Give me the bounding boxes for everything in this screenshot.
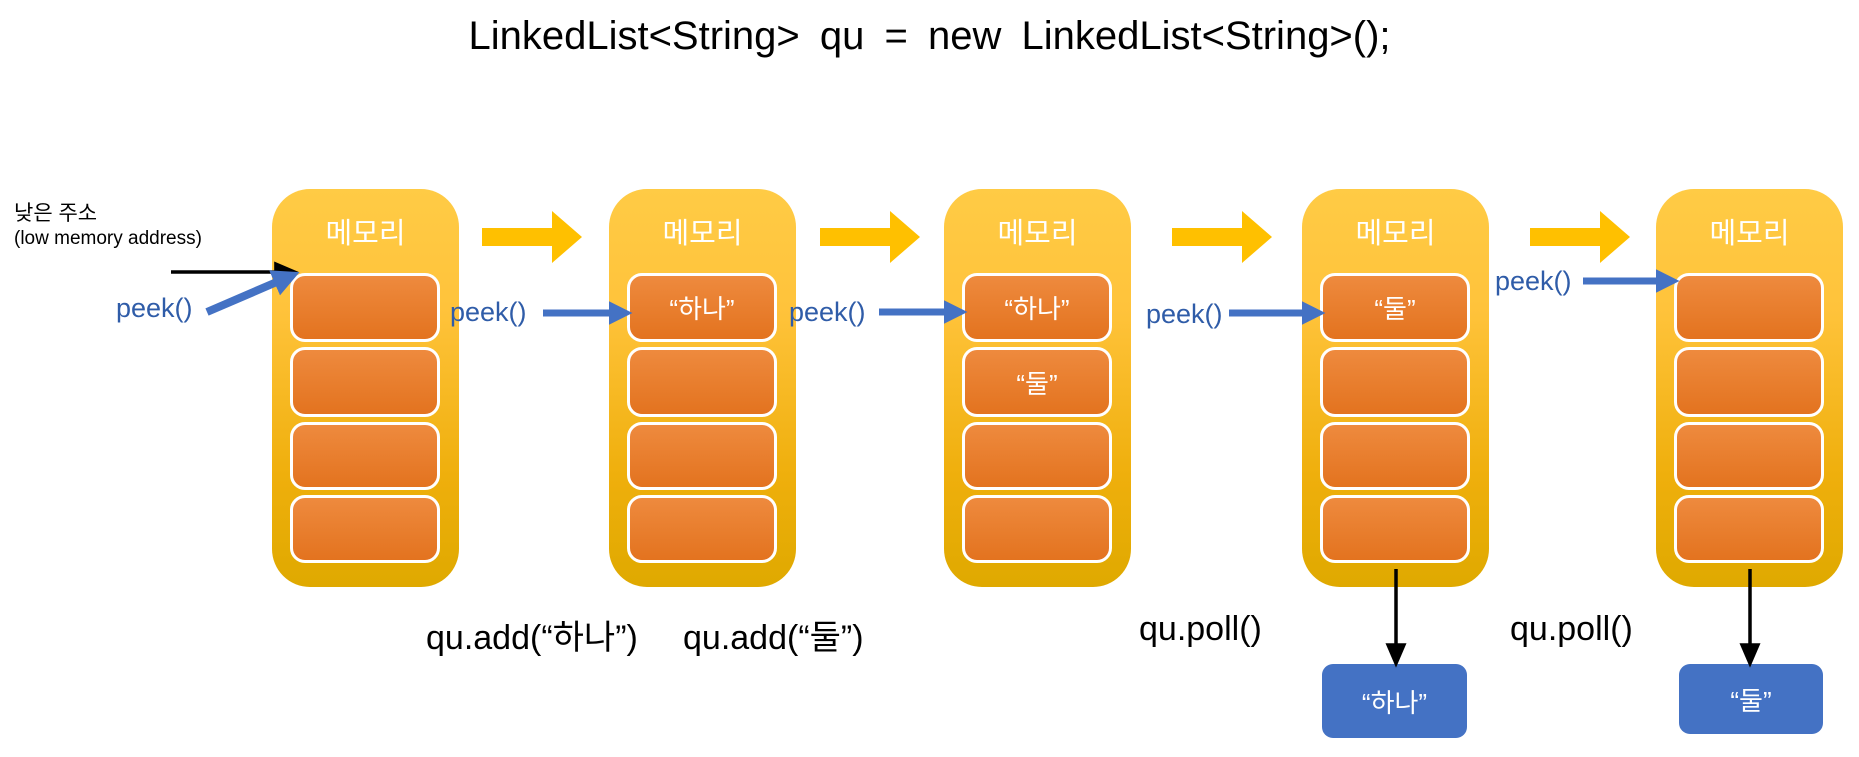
memory-cell xyxy=(1674,495,1824,563)
memory-block-title: 메모리 xyxy=(662,218,743,250)
memory-block-1: 메모리 xyxy=(272,189,459,587)
memory-cell xyxy=(1320,347,1470,417)
flow-arrow-1 xyxy=(482,211,582,263)
memory-block-3: 메모리 “하나” “둘” xyxy=(944,189,1131,587)
memory-cell xyxy=(1320,422,1470,490)
memory-cell xyxy=(290,495,440,563)
op-poll-label-1: qu.poll() xyxy=(1139,610,1262,648)
flow-arrow-2 xyxy=(820,211,920,263)
memory-cell xyxy=(627,422,777,490)
memory-cell xyxy=(1674,422,1824,490)
memory-block-2: 메모리 “하나” xyxy=(609,189,796,587)
page-title: LinkedList<String> qu = new LinkedList<S… xyxy=(468,14,1391,58)
memory-cell xyxy=(962,422,1112,490)
memory-cell: “하나” xyxy=(962,273,1112,342)
memory-cell xyxy=(290,273,440,342)
memory-block-title: 메모리 xyxy=(997,218,1078,250)
memory-block-title: 메모리 xyxy=(1709,218,1790,250)
memory-block-title: 메모리 xyxy=(1355,218,1436,250)
peek-label-2: peek() xyxy=(450,297,527,327)
memory-cell: “둘” xyxy=(1320,273,1470,342)
memory-block-5: 메모리 xyxy=(1656,189,1843,587)
memory-cell: “하나” xyxy=(627,273,777,342)
op-add-dul-label: qu.add(“둘”) xyxy=(683,619,864,657)
memory-cell xyxy=(290,422,440,490)
low-address-korean: 낮은 주소 xyxy=(14,202,98,225)
peek-label-5: peek() xyxy=(1495,266,1572,296)
peek-label-3: peek() xyxy=(789,297,866,327)
peek-arrow-1 xyxy=(205,270,300,316)
memory-cell xyxy=(627,347,777,417)
memory-cell xyxy=(290,347,440,417)
memory-cell xyxy=(1674,273,1824,342)
memory-block-4: 메모리 “둘” xyxy=(1302,189,1489,587)
op-poll-label-2: qu.poll() xyxy=(1510,610,1633,648)
flow-arrow-3 xyxy=(1172,211,1272,263)
memory-cell xyxy=(1320,495,1470,563)
poll-result-box-dul: “둘” xyxy=(1679,664,1823,734)
memory-cell: “둘” xyxy=(962,347,1112,417)
low-address-label: 낮은 주소 (low memory address) xyxy=(14,201,202,250)
op-add-hana-label: qu.add(“하나”) xyxy=(426,619,638,657)
poll-result-box-hana: “하나” xyxy=(1322,664,1467,738)
peek-label-1: peek() xyxy=(116,293,193,323)
memory-block-title: 메모리 xyxy=(325,218,406,250)
memory-cell xyxy=(627,495,777,563)
peek-label-4: peek() xyxy=(1146,299,1223,329)
low-address-english: (low memory address) xyxy=(14,227,202,249)
memory-cell xyxy=(1674,347,1824,417)
memory-cell xyxy=(962,495,1112,563)
flow-arrow-4 xyxy=(1530,211,1630,263)
